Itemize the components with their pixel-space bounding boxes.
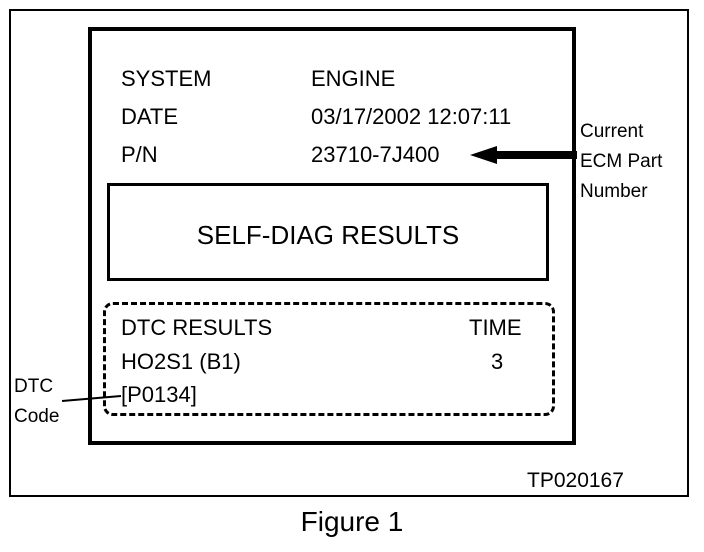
figure-id: TP020167: [527, 469, 624, 492]
dtc-code-value: [P0134]: [121, 382, 197, 407]
self-diag-results-box: SELF-DIAG RESULTS: [107, 183, 549, 281]
part-number-label: P/N: [121, 142, 158, 167]
time-header: TIME: [469, 315, 522, 340]
dtc-result-time: 3: [491, 349, 504, 374]
callout-line: DTC: [14, 376, 54, 397]
system-label: SYSTEM: [121, 66, 212, 91]
figure-caption: Figure 1: [300, 506, 404, 537]
ecm-part-number-callout: Current ECM Part Number: [580, 117, 662, 207]
date-value: 03/17/2002 12:07:11: [311, 104, 512, 129]
dtc-result-name: HO2S1 (B1): [121, 349, 241, 374]
figure-frame: [9, 9, 689, 497]
system-value: ENGINE: [311, 66, 396, 91]
date-label: DATE: [121, 104, 179, 129]
callout-line: Code: [14, 406, 60, 427]
callout-line: Current: [580, 121, 644, 142]
self-diag-results-title: SELF-DIAG RESULTS: [196, 220, 460, 250]
part-number-value: 23710-7J400: [311, 142, 440, 167]
dtc-code-callout: DTC Code: [14, 372, 59, 432]
callout-line: Number: [580, 181, 648, 202]
consult-screen: [88, 27, 576, 445]
dtc-results-box: [103, 302, 555, 416]
callout-line: ECM Part: [580, 151, 663, 172]
dtc-results-header: DTC RESULTS: [121, 315, 273, 340]
